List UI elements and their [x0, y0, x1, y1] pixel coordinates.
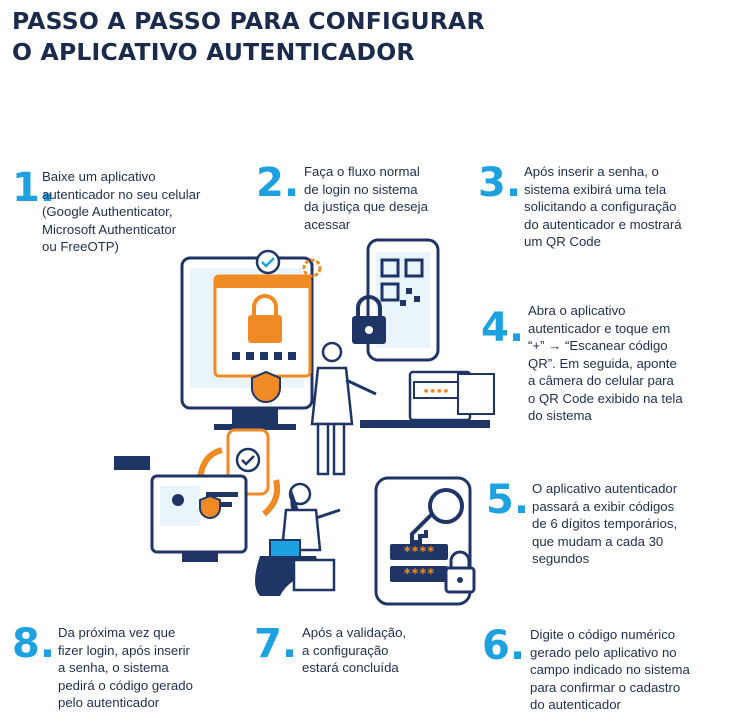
step-text-line: Após a validação, [302, 625, 407, 640]
step-text-line: Digite o código numérico [530, 627, 676, 642]
step-text: Após a validação, a configuração estará … [302, 624, 406, 677]
step-text-line: autenticador e toque em [528, 320, 671, 336]
step-text-line: Baixe um aplicativo [42, 169, 156, 184]
laptop-folder-icon: •••• [360, 370, 495, 428]
step-text-line: pelo autenticador [58, 695, 160, 710]
step-text-line: ou FreeOTP) [42, 239, 119, 254]
step-text-line: “+” → “Escanear código [528, 338, 668, 353]
step-text-line: do autenticador e mostrará [524, 216, 682, 232]
step-number: 7. [254, 621, 298, 667]
step-text: Baixe um aplicativo autenticador no seu … [42, 168, 200, 256]
step-text-line: sistema exibirá uma tela [524, 181, 667, 197]
step-text-line: solicitando a configuração [524, 199, 677, 214]
step-text-line: acessar [304, 216, 351, 232]
step-text-line: autenticador no seu celular [42, 186, 201, 202]
step-text-line: a configuração [302, 642, 389, 658]
step-text-line: um QR Code [524, 234, 601, 249]
password-field-1: **** [403, 545, 434, 560]
step-text-line: Faça o fluxo normal [304, 164, 420, 179]
step-text-line: de 6 dígitos temporários, [532, 516, 678, 531]
step-number: 5. [486, 477, 530, 523]
step-number: 6. [482, 623, 526, 669]
step-text-line: a câmera do celular para [528, 373, 674, 388]
step-text-line: segundos [532, 551, 590, 566]
step-text-line: estará concluída [302, 660, 399, 675]
man-with-tablet-icon [310, 341, 377, 476]
password-field-2: **** [403, 567, 434, 582]
step-number: 2. [256, 160, 300, 206]
step-text-line: campo indicado no sistema [530, 662, 690, 677]
step-text-line: Da próxima vez que [58, 625, 176, 640]
step-text-line: QR”. Em seguida, aponte [528, 355, 677, 371]
step-number: 8. [12, 621, 56, 667]
step-text-line: fizer login, após inserir [58, 642, 190, 658]
page-title-line-1: PASSO A PASSO PARA CONFIGURAR [12, 7, 485, 35]
step-text-line: a senha, o sistema [58, 660, 169, 675]
step-text-line: (Google Authenticator, [42, 204, 173, 219]
step-text-line: gerado pelo aplicativo no [530, 644, 677, 660]
user-profile-monitor-icon [114, 456, 248, 562]
step-text: Abra o aplicativo autenticador e toque e… [528, 302, 683, 425]
step-text: Da próxima vez que fizer login, após ins… [58, 624, 193, 712]
step-text: Digite o código numérico gerado pelo apl… [530, 626, 690, 714]
phone-qr-code-icon [352, 238, 440, 362]
step-text-line: que mudam a cada 30 [532, 533, 664, 549]
step-text-line: de login no sistema [304, 181, 418, 197]
desktop-monitor-icon [180, 249, 322, 430]
step-text: Após inserir a senha, o sistema exibirá … [524, 163, 682, 251]
step-text-line: o QR Code exibido na tela [528, 390, 683, 406]
woman-with-laptop-icon [255, 482, 341, 596]
page-title: PASSO A PASSO PARA CONFIGURAR O APLICATI… [12, 6, 485, 68]
page-title-line-2: O APLICATIVO AUTENTICADOR [12, 38, 415, 66]
step-text-line: do autenticador [530, 697, 621, 712]
step-text-line: do sistema [528, 408, 592, 423]
step-text-line: Microsoft Authenticator [42, 221, 177, 237]
step-text-line: passará a exibir códigos [532, 498, 675, 514]
step-text-line: para confirmar o cadastro [530, 679, 681, 695]
step-number: 3. [478, 160, 522, 206]
step-text-line: Abra o aplicativo [528, 303, 626, 318]
phone-key-password-icon: **** **** [374, 476, 476, 606]
step-number: 4. [481, 305, 525, 351]
step-text-line: Após inserir a senha, o [524, 164, 659, 179]
step-text-line: O aplicativo autenticador [532, 481, 678, 496]
step-text-line: da justiça que deseja [304, 199, 428, 214]
step-text: O aplicativo autenticador passará a exib… [532, 480, 677, 568]
step-text-line: pedirá o código gerado [58, 677, 193, 693]
laptop-password-dots: •••• [423, 385, 450, 398]
step-text: Faça o fluxo normal de login no sistema … [304, 163, 428, 233]
step-number: 1. [12, 165, 56, 211]
